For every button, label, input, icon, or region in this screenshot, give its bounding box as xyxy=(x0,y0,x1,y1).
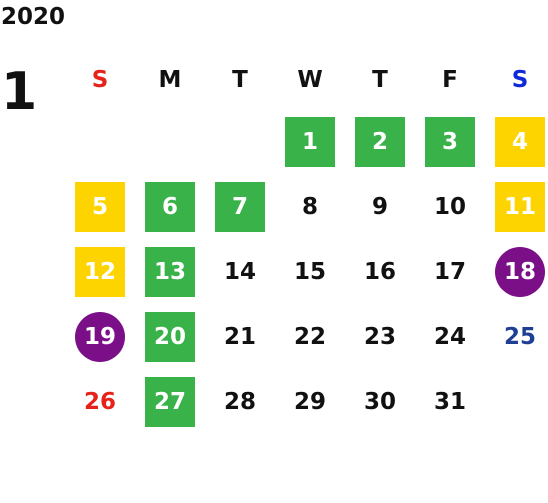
day-number: 17 xyxy=(433,259,466,285)
day-cell[interactable]: 1 xyxy=(275,110,345,175)
day-cell[interactable]: 19 xyxy=(65,305,135,370)
day-number: 25 xyxy=(503,324,536,350)
weekday-header-wed: W xyxy=(297,67,323,93)
day-cell[interactable]: 9 xyxy=(345,175,415,240)
day-number: 26 xyxy=(83,389,116,415)
weekday-header-tue: T xyxy=(232,67,248,93)
day-number: 23 xyxy=(363,324,396,350)
day-number: 19 xyxy=(75,312,125,362)
year-label: 2020 xyxy=(1,4,66,30)
weekday-header-mon: M xyxy=(158,67,182,93)
day-cell[interactable]: 3 xyxy=(415,110,485,175)
day-number: 29 xyxy=(293,389,326,415)
day-cell[interactable]: 29 xyxy=(275,370,345,435)
day-cell[interactable]: 16 xyxy=(345,240,415,305)
day-cell[interactable]: 10 xyxy=(415,175,485,240)
day-cell[interactable]: 13 xyxy=(135,240,205,305)
day-number: 5 xyxy=(75,182,125,232)
day-cell[interactable]: 5 xyxy=(65,175,135,240)
day-cell[interactable]: 11 xyxy=(485,175,548,240)
day-cell[interactable]: 30 xyxy=(345,370,415,435)
day-number: 8 xyxy=(301,194,318,220)
day-number: 24 xyxy=(433,324,466,350)
day-cell[interactable]: 27 xyxy=(135,370,205,435)
day-cell[interactable]: 2 xyxy=(345,110,415,175)
weekday-header-sun: S xyxy=(91,67,109,93)
day-cell[interactable]: 14 xyxy=(205,240,275,305)
day-number: 27 xyxy=(145,377,195,427)
day-cell[interactable]: 20 xyxy=(135,305,205,370)
day-number: 28 xyxy=(223,389,256,415)
day-number: 18 xyxy=(495,247,545,297)
day-cell[interactable]: 31 xyxy=(415,370,485,435)
day-number: 16 xyxy=(363,259,396,285)
day-number: 7 xyxy=(215,182,265,232)
day-cell[interactable]: 24 xyxy=(415,305,485,370)
weekday-header-thu: T xyxy=(372,67,388,93)
day-cell[interactable]: 21 xyxy=(205,305,275,370)
weekday-header-fri: F xyxy=(442,67,458,93)
day-number: 20 xyxy=(145,312,195,362)
day-number: 11 xyxy=(495,182,545,232)
day-number: 12 xyxy=(75,247,125,297)
month-label: 1 xyxy=(1,62,38,122)
day-cell[interactable]: 26 xyxy=(65,370,135,435)
day-number: 1 xyxy=(285,117,335,167)
day-cell[interactable]: 12 xyxy=(65,240,135,305)
day-number: 22 xyxy=(293,324,326,350)
day-number: 9 xyxy=(371,194,388,220)
day-number: 14 xyxy=(223,259,256,285)
day-cell[interactable]: 7 xyxy=(205,175,275,240)
day-cell[interactable]: 25 xyxy=(485,305,548,370)
day-number: 13 xyxy=(145,247,195,297)
day-number: 31 xyxy=(433,389,466,415)
day-cell[interactable]: 15 xyxy=(275,240,345,305)
day-cell[interactable]: 28 xyxy=(205,370,275,435)
day-cell[interactable]: 23 xyxy=(345,305,415,370)
day-cell[interactable]: 8 xyxy=(275,175,345,240)
day-number: 6 xyxy=(145,182,195,232)
weekday-header-sat: S xyxy=(511,67,529,93)
day-cell[interactable]: 17 xyxy=(415,240,485,305)
day-cell[interactable]: 22 xyxy=(275,305,345,370)
day-number: 21 xyxy=(223,324,256,350)
day-cell[interactable]: 4 xyxy=(485,110,548,175)
day-cell[interactable]: 6 xyxy=(135,175,205,240)
day-number: 3 xyxy=(425,117,475,167)
day-number: 4 xyxy=(495,117,545,167)
day-cell[interactable]: 18 xyxy=(485,240,548,305)
day-number: 10 xyxy=(433,194,466,220)
day-number: 2 xyxy=(355,117,405,167)
day-number: 30 xyxy=(363,389,396,415)
day-number: 15 xyxy=(293,259,326,285)
